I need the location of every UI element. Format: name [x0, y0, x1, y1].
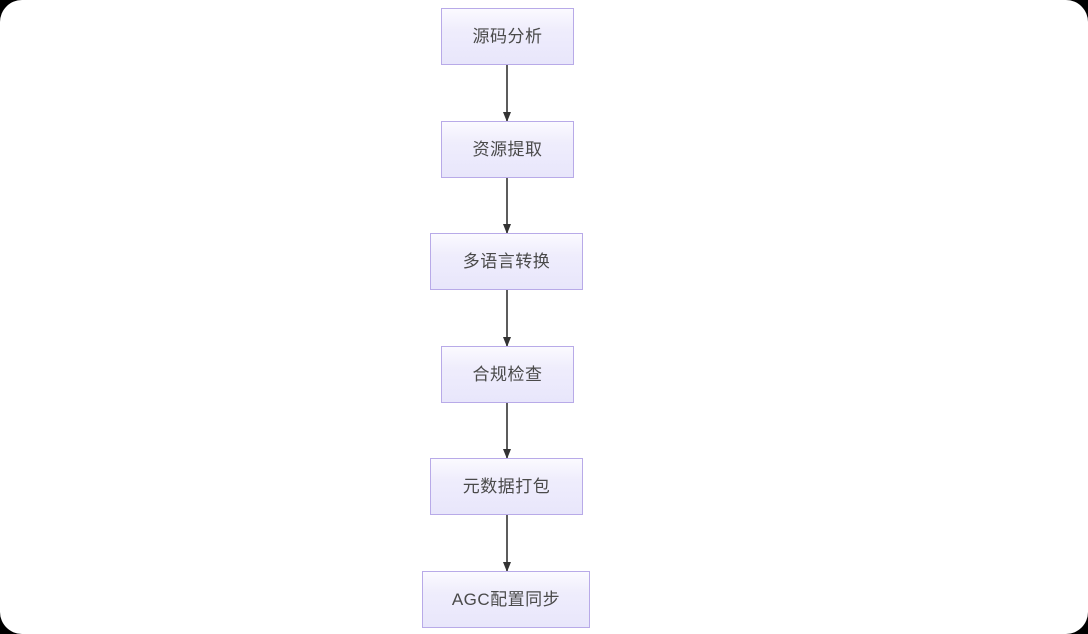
- flow-node-label: AGC配置同步: [451, 590, 561, 609]
- flow-node-label: 多语言转换: [462, 252, 551, 271]
- flow-node-label: 元数据打包: [462, 477, 551, 496]
- flow-node-source-analysis[interactable]: 源码分析: [441, 8, 574, 65]
- flow-node-compliance-check[interactable]: 合规检查: [441, 346, 574, 403]
- flow-node-multilingual-conversion[interactable]: 多语言转换: [430, 233, 583, 290]
- flow-node-label: 资源提取: [472, 140, 543, 159]
- flow-node-metadata-packaging[interactable]: 元数据打包: [430, 458, 583, 515]
- flow-node-resource-extraction[interactable]: 资源提取: [441, 121, 574, 178]
- flow-node-label: 源码分析: [472, 27, 543, 46]
- flow-node-agc-config-sync[interactable]: AGC配置同步: [422, 571, 590, 628]
- flow-node-label: 合规检查: [472, 365, 543, 384]
